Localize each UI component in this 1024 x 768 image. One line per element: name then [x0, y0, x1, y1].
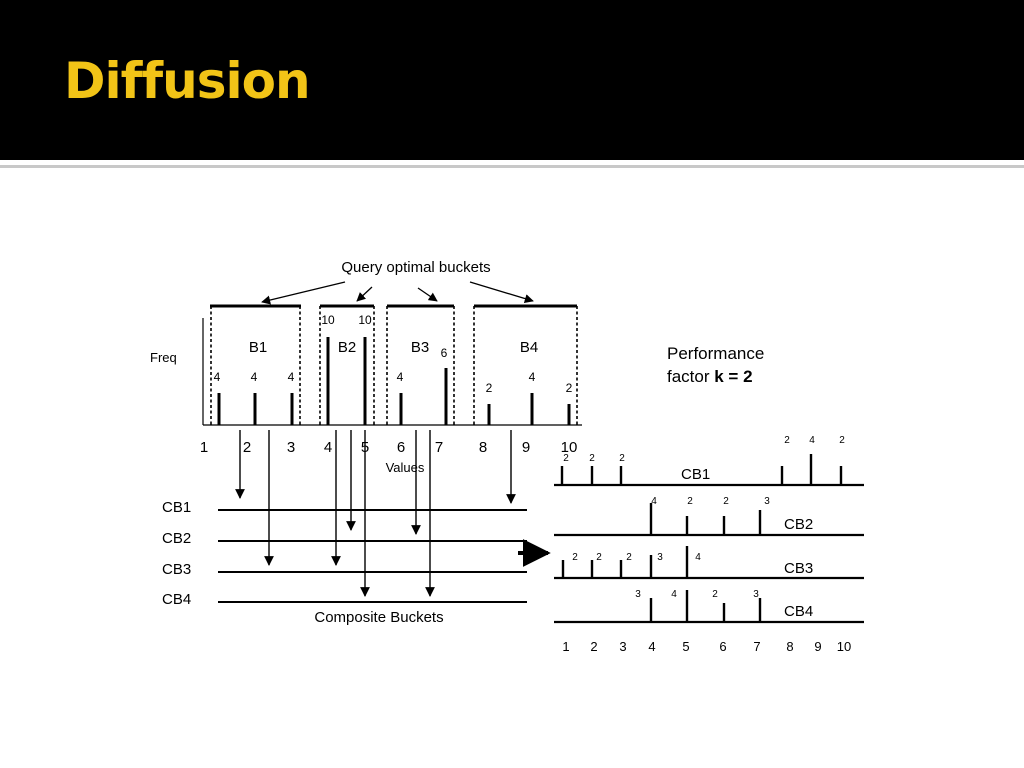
- hist-count-9: 4: [529, 370, 536, 384]
- performance-label: Performance: [667, 344, 764, 363]
- right-baselines: [554, 483, 864, 624]
- cb4-count: 3: [635, 589, 641, 600]
- cb4-count: 4: [671, 589, 677, 600]
- hist-count-4: 10: [321, 313, 335, 327]
- hist-count-7: 6: [441, 346, 448, 360]
- histogram-bars: [217, 337, 571, 425]
- x-tick: 2: [243, 439, 251, 456]
- right-x-tick: 2: [590, 639, 597, 654]
- hist-count-10: 2: [566, 381, 573, 395]
- right-x-tick: 1: [562, 639, 569, 654]
- cb2-count: 3: [764, 496, 770, 507]
- cb1-count: 4: [809, 435, 815, 446]
- right-x-ticks: 1 2 3 4 5 6 7 8 9 10: [562, 639, 851, 654]
- cb1-count: 2: [619, 453, 625, 464]
- x-tick-labels: 1 2 3 4 5 6 7 8 9 10: [200, 439, 578, 456]
- bucket-arrows: [261, 281, 534, 305]
- cb1-count: 2: [589, 453, 595, 464]
- arrow-to-b2: [356, 286, 373, 302]
- cb2-label: CB2: [162, 530, 191, 547]
- x-tick: 4: [324, 439, 332, 456]
- title-divider-white: [0, 160, 1024, 163]
- cb3-label: CB3: [162, 561, 191, 578]
- right-x-tick: 7: [753, 639, 760, 654]
- cb1-label: CB1: [162, 499, 191, 516]
- right-row-names: CB1 CB2 CB3 CB4: [681, 466, 813, 620]
- bucket-b1-label: B1: [249, 339, 267, 356]
- values-axis-label: Values: [386, 460, 425, 475]
- cb1-count: 2: [563, 453, 569, 464]
- right-cb1-label: CB1: [681, 466, 710, 483]
- arrow-to-b3: [417, 287, 438, 302]
- x-tick: 8: [479, 439, 487, 456]
- x-tick: 3: [287, 439, 295, 456]
- bucket-dashed-borders: [210, 306, 578, 425]
- right-cb2-counts: 4 2 2 3: [651, 496, 770, 507]
- right-x-tick: 6: [719, 639, 726, 654]
- cb4-count: 2: [712, 589, 718, 600]
- x-tick: 7: [435, 439, 443, 456]
- right-x-tick: 5: [682, 639, 689, 654]
- composite-names: CB1 CB2 CB3 CB4: [162, 499, 191, 608]
- right-x-tick: 8: [786, 639, 793, 654]
- title-bar: Diffusion: [0, 0, 1024, 160]
- performance-factor-label: factor k = 2: [667, 367, 753, 386]
- right-cb2-label: CB2: [784, 516, 813, 533]
- histogram-counts: 4 4 4 10 10 4 6 2 4 2: [214, 313, 573, 395]
- cb3-count: 2: [626, 552, 632, 563]
- right-x-tick: 3: [619, 639, 626, 654]
- cb2-count: 2: [723, 496, 729, 507]
- title-divider-gray: [0, 165, 1024, 168]
- cb1-count: 2: [784, 435, 790, 446]
- query-optimal-buckets-label: Query optimal buckets: [341, 259, 490, 276]
- right-cb3-bars: [561, 546, 689, 578]
- x-tick: 6: [397, 439, 405, 456]
- cb4-label: CB4: [162, 591, 191, 608]
- composite-buckets-label: Composite Buckets: [314, 609, 443, 626]
- cb1-count: 2: [839, 435, 845, 446]
- right-cb4-label: CB4: [784, 603, 813, 620]
- cb3-count: 2: [572, 552, 578, 563]
- right-x-tick: 9: [814, 639, 821, 654]
- cb3-count: 4: [695, 552, 701, 563]
- hist-count-2: 4: [251, 370, 258, 384]
- cb3-count: 2: [596, 552, 602, 563]
- cb2-count: 4: [651, 496, 657, 507]
- hist-count-6: 4: [397, 370, 404, 384]
- hist-count-5: 10: [358, 313, 372, 327]
- x-tick: 10: [561, 439, 578, 456]
- right-cb4-bars: [649, 590, 762, 622]
- hist-count-8: 2: [486, 381, 493, 395]
- freq-axis-label: Freq: [150, 350, 177, 365]
- cb3-count: 3: [657, 552, 663, 563]
- x-tick: 9: [522, 439, 530, 456]
- bucket-b2-label: B2: [338, 339, 356, 356]
- right-cb4-counts: 3 4 2 3: [635, 589, 759, 600]
- right-x-tick: 4: [648, 639, 655, 654]
- right-cb3-counts: 2 2 2 3 4: [572, 552, 701, 563]
- bucket-b3-label: B3: [411, 339, 429, 356]
- bucket-b4-label: B4: [520, 339, 538, 356]
- arrow-to-b4: [469, 281, 534, 303]
- right-cb3-label: CB3: [784, 560, 813, 577]
- mapping-arrows: [235, 430, 516, 597]
- x-tick: 1: [200, 439, 208, 456]
- cb4-count: 3: [753, 589, 759, 600]
- hist-count-3: 4: [288, 370, 295, 384]
- right-x-tick: 10: [837, 639, 851, 654]
- composite-lines: [218, 509, 527, 603]
- cb2-count: 2: [687, 496, 693, 507]
- arrow-to-b1: [261, 281, 346, 305]
- slide-title: Diffusion: [64, 52, 311, 110]
- hist-count-1: 4: [214, 370, 221, 384]
- right-cb2-bars: [649, 503, 762, 535]
- right-cb1-counts: 2 2 2 2 4 2: [563, 435, 845, 464]
- right-cb1-bars: [560, 454, 843, 485]
